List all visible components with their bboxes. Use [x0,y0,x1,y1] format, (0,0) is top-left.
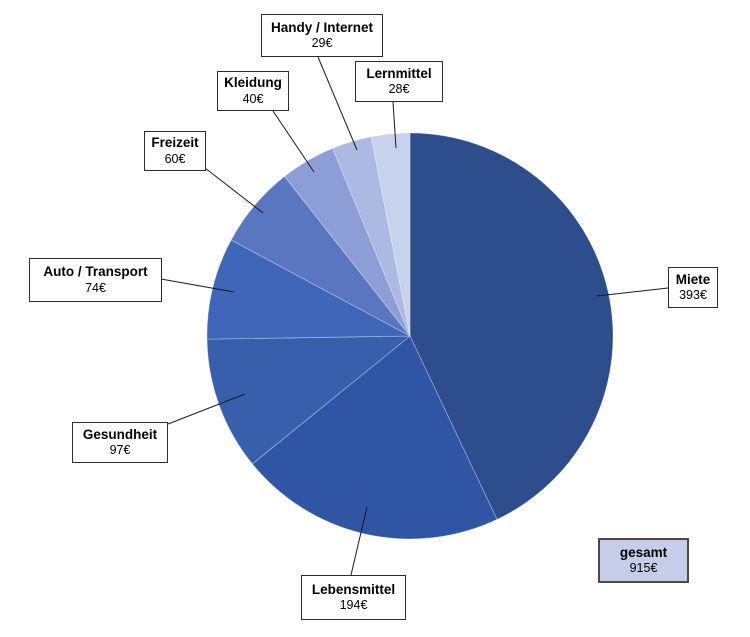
pie-slice-gesundheit [206,335,412,465]
label-box-kleidung: Kleidung 40€ [217,71,289,111]
leader-line-lebensmittel [350,506,368,576]
leader-line-gesundheit [167,393,246,425]
leader-line-kleidung [272,110,315,173]
pie-slice-lebensmittel [251,335,498,540]
pie-slice-miete [409,132,614,520]
value-label: 194€ [339,598,368,613]
pie-slice-freizeit [230,175,411,337]
value-label: 60€ [164,151,186,166]
label-box-freizeit: Freizeit 60€ [144,131,206,171]
value-label: 28€ [388,82,410,97]
category-label: Miete [675,271,711,287]
value-label: 97€ [109,443,131,458]
pie-slice-handy-internet [332,136,411,337]
pie-slice-lernmittel [370,132,411,337]
category-label: Gesundheit [82,426,158,442]
category-label: Handy / Internet [270,19,373,35]
category-label: Auto / Transport [43,264,148,280]
label-box-lebensmittel: Lebensmittel 194€ [301,575,406,620]
label-box-auto-transport: Auto / Transport 74€ [29,258,162,302]
value-label: 29€ [311,36,333,51]
category-label: Kleidung [224,75,282,91]
label-box-gesundheit: Gesundheit 97€ [72,422,168,463]
category-label: Lebensmittel [311,581,396,597]
category-label: Lernmittel [366,65,432,81]
total-box-gesamt: gesamt 915€ [598,538,689,583]
leader-line-lernmittel [392,101,397,149]
total-value: 915€ [629,561,658,576]
value-label: 74€ [85,280,106,295]
total-label: gesamt [619,544,668,560]
label-box-lernmittel: Lernmittel 28€ [355,61,443,102]
value-label: 40€ [242,91,264,106]
value-label: 393€ [679,288,707,303]
leader-line-handy-internet [317,56,358,151]
leader-line-freizeit [204,167,264,214]
pie-slice-kleidung [283,147,411,337]
label-box-handy-internet: Handy / Internet 29€ [261,14,383,57]
label-box-miete: Miete 393€ [668,267,718,308]
category-label: Freizeit [151,135,199,151]
leader-line-auto-transport [160,278,235,293]
leader-line-miete [596,287,669,297]
